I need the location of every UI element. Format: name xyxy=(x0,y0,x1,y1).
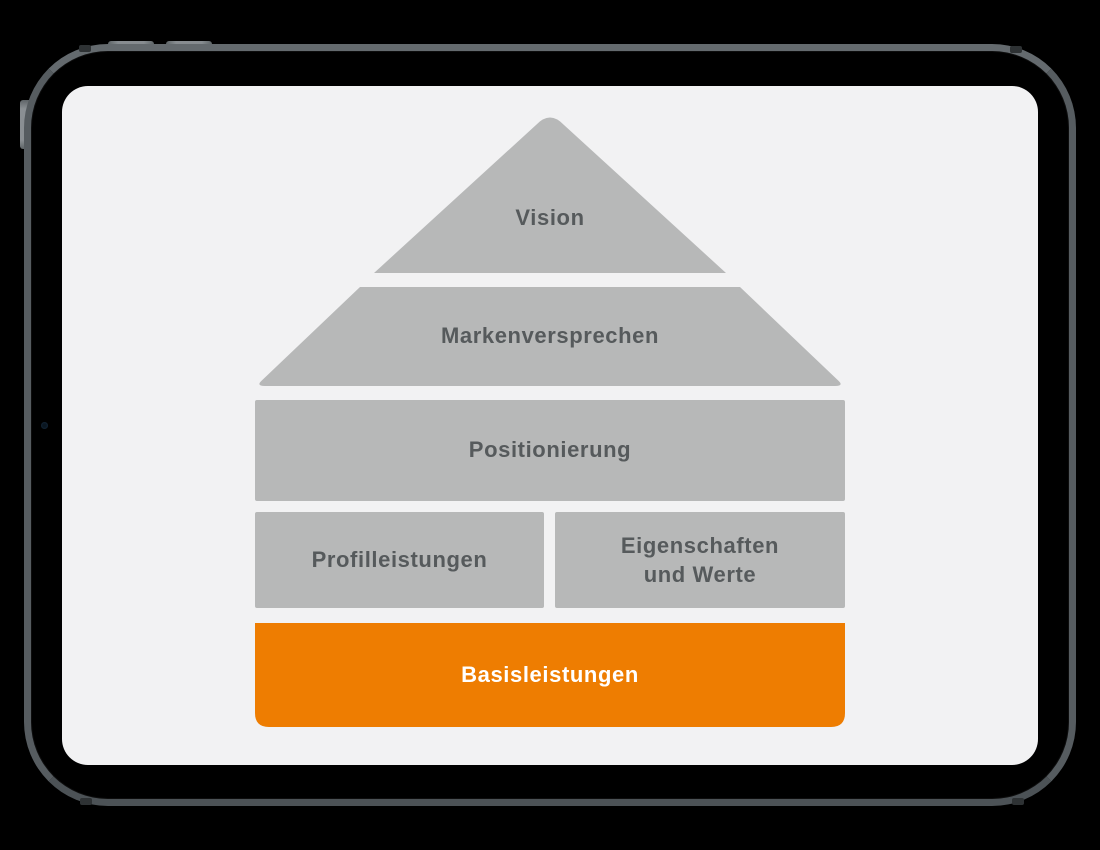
markenversprechen-label: Markenversprechen xyxy=(440,323,660,348)
front-camera-icon xyxy=(41,422,48,429)
tablet-screen: Vision Markenversprechen Positionierung … xyxy=(62,86,1038,765)
antenna-line-bottom-left xyxy=(80,798,92,805)
antenna-line-top-left xyxy=(79,45,91,52)
antenna-line-top-right xyxy=(1010,46,1022,53)
profilleistungen-label: Profilleistungen xyxy=(311,547,488,572)
basisleistungen-label: Basisleistungen xyxy=(461,662,639,687)
brand-pyramid-diagram: Vision Markenversprechen Positionierung … xyxy=(255,114,845,730)
vision-label: Vision xyxy=(515,205,585,230)
tablet-frame: Vision Markenversprechen Positionierung … xyxy=(24,44,1076,806)
antenna-line-bottom-right xyxy=(1012,798,1024,805)
pyramid-shapes xyxy=(255,117,845,727)
pyramid-level-vision-shape xyxy=(374,117,726,273)
pyramid-level-profilleistungen-shape xyxy=(255,512,544,608)
positionierung-label: Positionierung xyxy=(468,437,632,462)
eigenschaften-und-werte-label: Eigenschaften und Werte xyxy=(620,533,780,587)
pyramid-level-markenversprechen-shape xyxy=(259,287,841,386)
pyramid-level-positionierung-shape xyxy=(255,400,845,501)
pyramid-level-eigenschaften-shape xyxy=(555,512,845,608)
pyramid-level-basisleistungen-shape xyxy=(255,623,845,727)
